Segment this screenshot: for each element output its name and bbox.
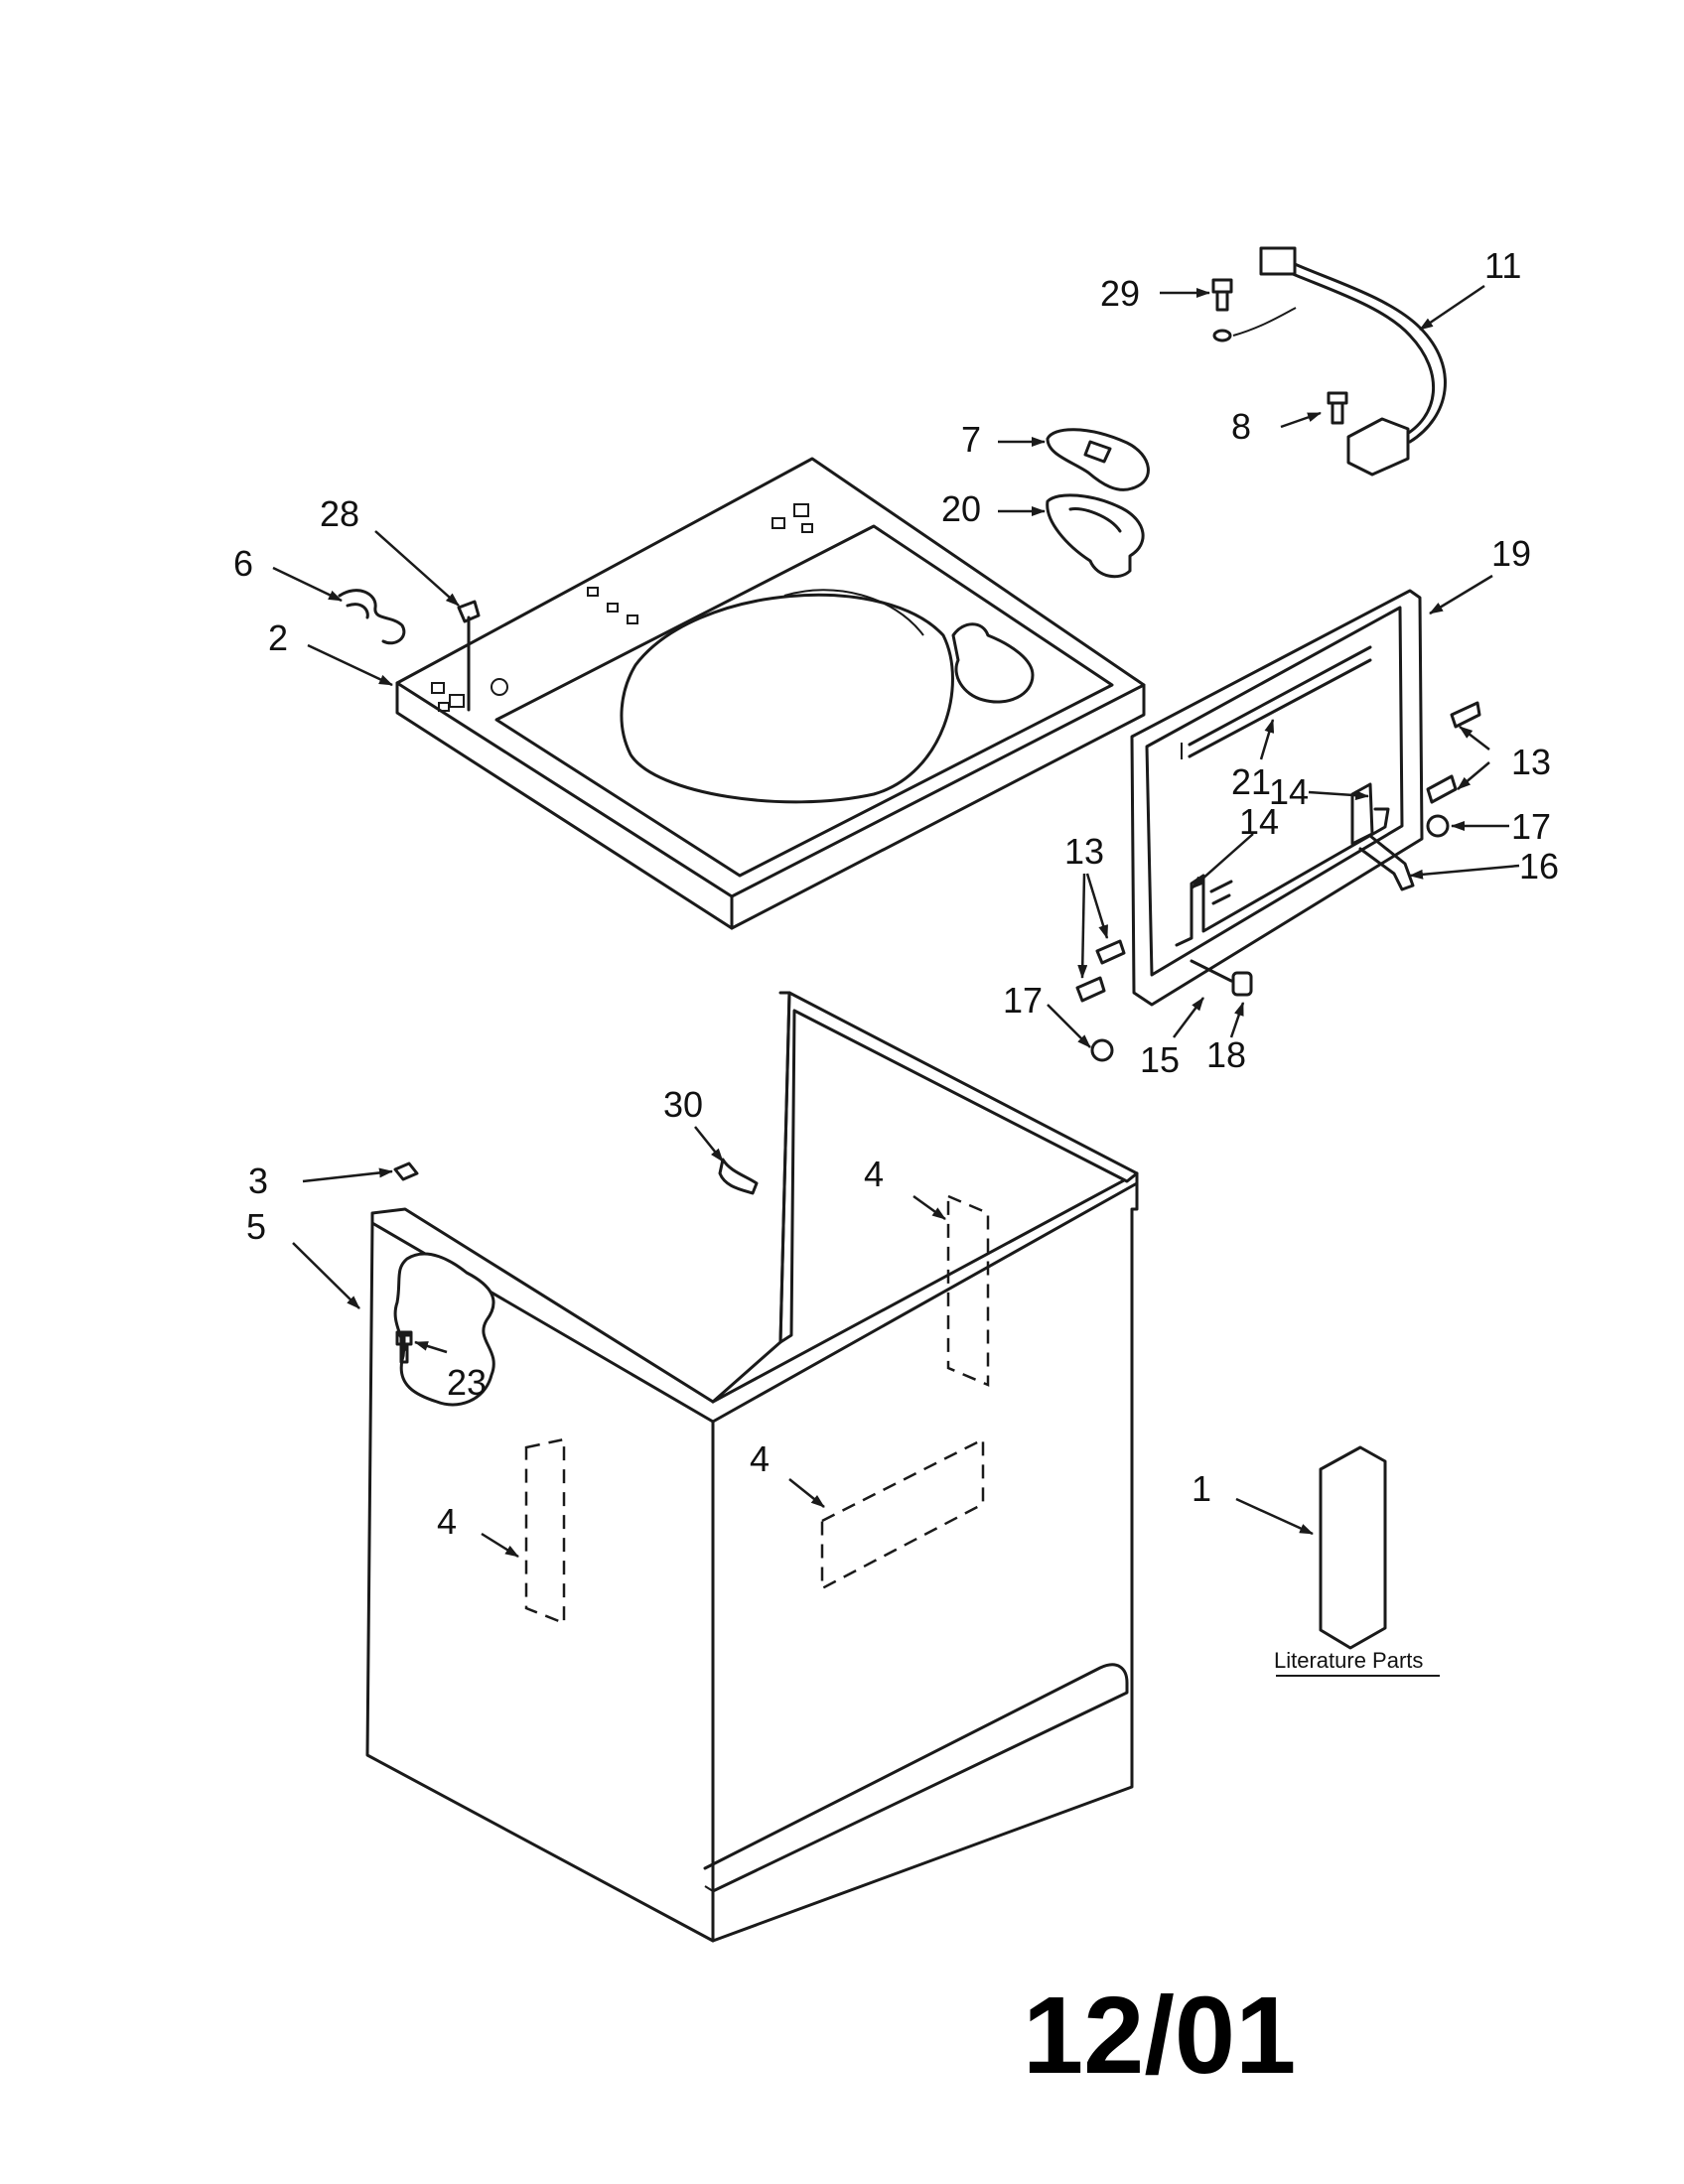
callout-labels: 29 11 8 7 20 19 28 6 2 13 17 16 21 14 13… [233,245,1559,2097]
callout-17-right: 17 [1511,806,1551,847]
callout-3: 3 [248,1160,268,1201]
callout-19: 19 [1491,533,1531,574]
callout-4-front-panel: 4 [750,1438,770,1479]
callout-15: 15 [1140,1039,1180,1080]
callout-18: 18 [1206,1034,1246,1075]
literature-booklet [1276,1445,1440,1677]
callout-6: 6 [233,543,253,584]
callout-4-right-panel: 4 [864,1154,884,1194]
literature-parts-label: Literature Parts [1274,1648,1423,1673]
callout-23: 23 [447,1362,487,1403]
label-regions [524,1194,990,1625]
callout-17-left: 17 [1003,980,1043,1021]
callout-29: 29 [1100,273,1140,314]
callout-4-left-panel: 4 [437,1501,457,1542]
callout-28: 28 [320,493,359,534]
callout-13-right: 13 [1511,742,1551,782]
callout-8: 8 [1231,406,1251,447]
lid-assembly [1130,589,1424,1007]
callout-13-left: 13 [1064,831,1104,872]
date-stamp: 12/01 [1023,1975,1296,2097]
callout-20: 20 [941,488,981,529]
callout-5: 5 [246,1206,266,1247]
callout-7: 7 [961,419,981,460]
callout-1: 1 [1192,1468,1211,1509]
callout-14-lower: 14 [1239,801,1279,842]
callout-2: 2 [268,617,288,658]
callout-21: 21 [1231,761,1271,802]
callout-14-upper: 14 [1269,771,1309,812]
callout-11: 11 [1484,245,1521,286]
hardware [338,246,1481,1364]
callout-16: 16 [1519,846,1559,887]
callout-30: 30 [663,1084,703,1125]
leader-arrows [272,284,1520,1559]
top-panel [395,457,1146,930]
cabinet [365,991,1139,1943]
